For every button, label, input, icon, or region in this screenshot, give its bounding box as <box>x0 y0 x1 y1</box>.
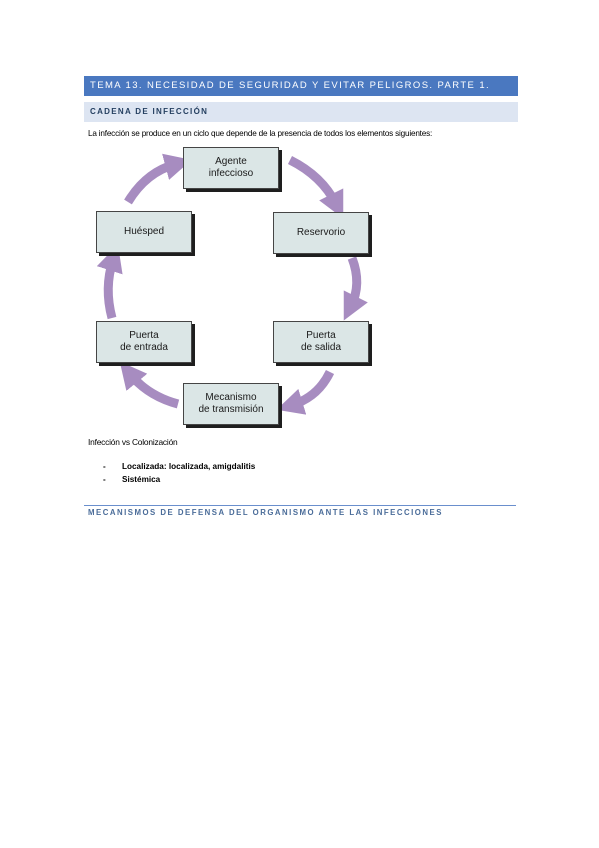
node-huesped: Huésped <box>96 211 192 253</box>
node-agente-infeccioso: Agente infeccioso <box>183 147 279 189</box>
bullet-dash: - <box>103 462 106 471</box>
section-heading: CADENA DE INFECCIÓN <box>84 102 518 122</box>
bullet-dash: - <box>103 475 106 484</box>
bullet-text: Localizada: localizada, amigdalitis <box>122 462 256 471</box>
arrow-agente-to-reservorio <box>287 155 344 219</box>
arrow-entrada-to-huesped <box>96 244 123 320</box>
arrow-reservorio-to-salida <box>343 256 368 321</box>
list-item: - Sistémica <box>100 473 255 486</box>
list-item: - Localizada: localizada, amigdalitis <box>100 460 255 473</box>
node-reservorio: Reservorio <box>273 212 369 254</box>
chapter-banner: TEMA 13. NECESIDAD DE SEGURIDAD Y EVITAR… <box>84 76 518 96</box>
node-puerta-de-entrada: Puerta de entrada <box>96 321 192 363</box>
next-section-heading: MECANISMOS DE DEFENSA DEL ORGANISMO ANTE… <box>88 508 443 517</box>
arrow-salida-to-mecanismo <box>276 369 335 415</box>
arrow-huesped-to-agente <box>124 153 192 205</box>
bullet-list: - Localizada: localizada, amigdalitis - … <box>100 460 255 486</box>
infection-vs-colonization-heading: Infección vs Colonización <box>88 437 178 447</box>
arrow-mecanismo-to-entrada <box>119 361 180 409</box>
node-mecanismo-de-transmision: Mecanismo de transmisión <box>183 383 279 425</box>
section-divider <box>84 505 516 506</box>
node-puerta-de-salida: Puerta de salida <box>273 321 369 363</box>
bullet-text: Sistémica <box>122 475 161 484</box>
intro-paragraph: La infección se produce en un ciclo que … <box>88 129 433 138</box>
